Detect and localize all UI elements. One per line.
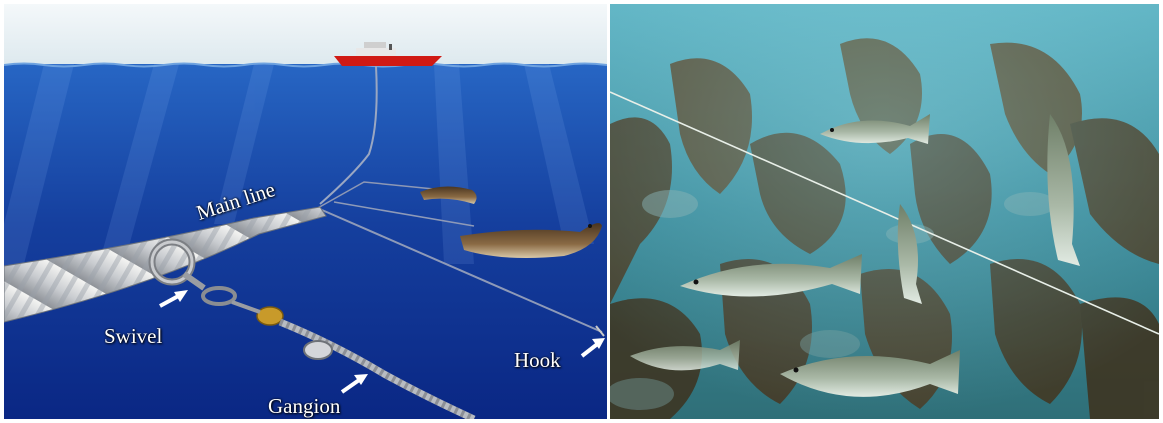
swivel-label: Swivel (104, 326, 162, 347)
gangion-label: Gangion (268, 396, 340, 417)
hook-label: Hook (514, 350, 561, 371)
knot (304, 341, 332, 359)
sky (4, 4, 607, 66)
underwater-photo (610, 4, 1159, 419)
longline-illustration-panel: Main line Swivel Gangion Hook (4, 4, 607, 419)
underwater-photo-panel (610, 4, 1159, 419)
